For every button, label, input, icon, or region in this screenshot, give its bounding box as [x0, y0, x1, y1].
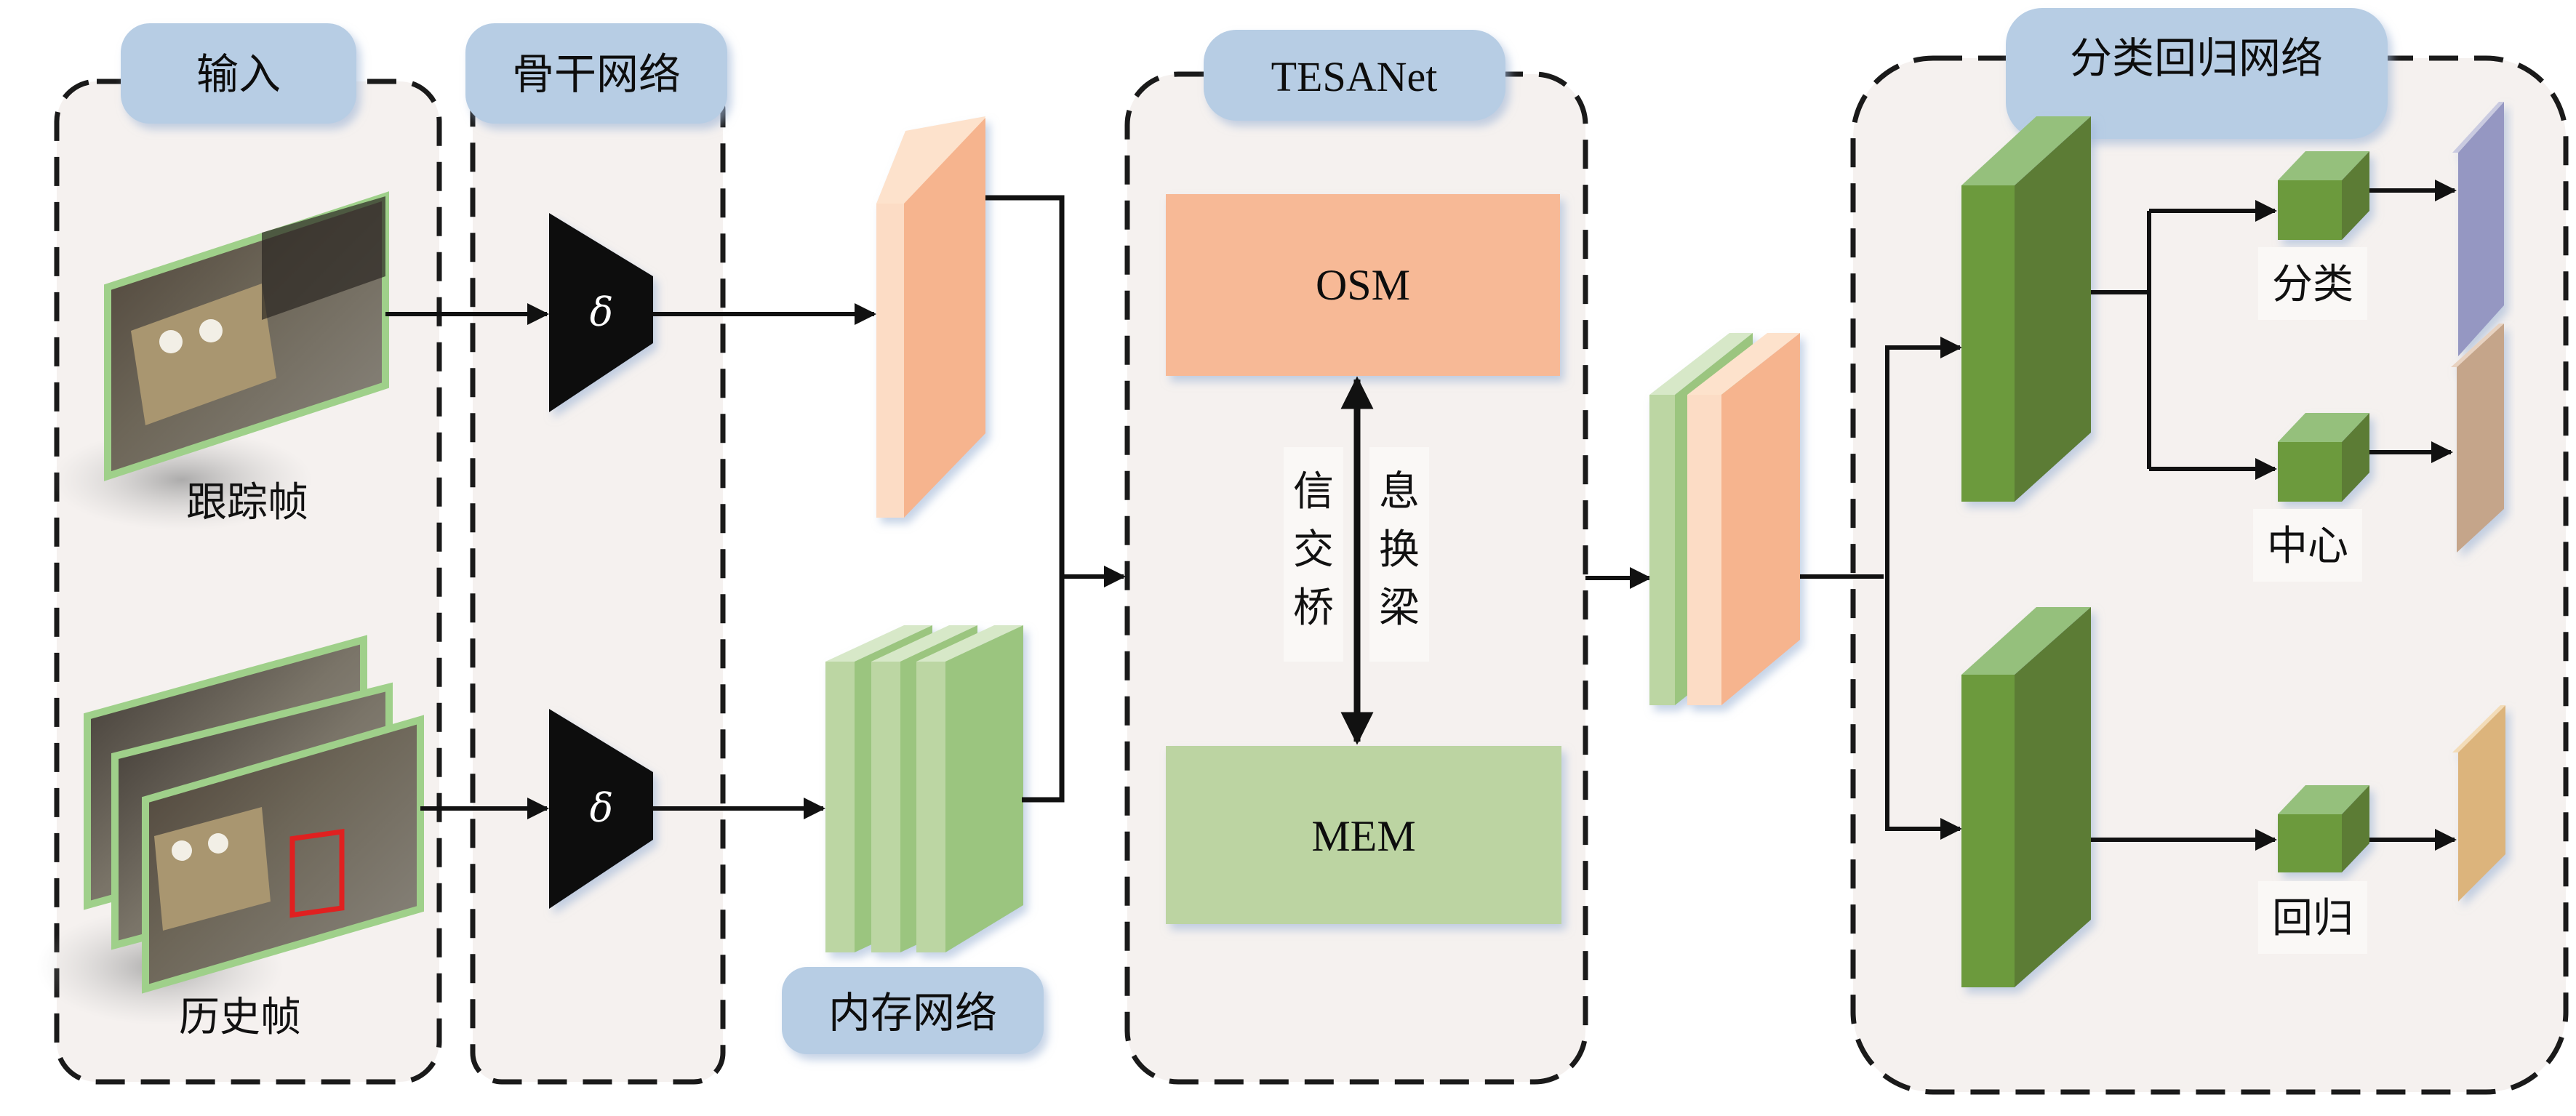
cls-conv-block [2278, 151, 2369, 240]
ctr-label-box: 中心 [2253, 509, 2362, 582]
mem-block: MEM [1166, 746, 1561, 924]
info-exchange-bridge-text: 信 交 桥 息 换 梁 [1284, 447, 1429, 662]
regression-tower [1961, 607, 2091, 987]
tracking-frame-image [51, 191, 389, 531]
ctr-conv-block [2278, 413, 2369, 502]
bridge-char-left-1: 信 [1293, 468, 1334, 515]
memory-feature-maps [825, 625, 1023, 952]
osm-label: OSM [1316, 261, 1410, 309]
ctr-output-face [2457, 324, 2504, 553]
bridge-char-right-2: 换 [1379, 526, 1420, 574]
bridge-char-left-3: 桥 [1293, 585, 1334, 632]
history-frame-label: 历史帧 [179, 994, 301, 1041]
history-frames-image [36, 635, 424, 1025]
bridge-char-left-2: 交 [1293, 526, 1334, 574]
backbone-header-text: 骨干网络 [512, 49, 681, 99]
backbone-encoder-bottom: δ [549, 709, 653, 909]
encoder-symbol-top: δ [590, 289, 614, 335]
cls-label: 分类 [2272, 261, 2353, 308]
ctr-output-map [2451, 324, 2504, 553]
mem-label: MEM [1311, 812, 1415, 860]
backbone-header: 骨干网络 [465, 23, 727, 124]
tracking-feature-map [876, 116, 985, 518]
cls-label-box: 分类 [2258, 247, 2367, 320]
memory-network-label-box: 内存网络 [782, 967, 1044, 1054]
input-header: 输入 [121, 23, 356, 124]
tesanet-header: TESANet [1204, 30, 1505, 121]
classification-tower [1961, 116, 2091, 502]
reg-label: 回归 [2272, 895, 2353, 942]
fused-feature-map [1649, 333, 1800, 705]
tesanet-header-text: TESANet [1271, 53, 1438, 100]
cls-output-face [2458, 102, 2504, 356]
merge-connector [985, 195, 1065, 803]
head-header: 分类回归网络 [2006, 8, 2388, 139]
reg-output-map [2452, 705, 2505, 902]
backbone-panel [470, 79, 726, 1085]
tracking-frame-label: 跟踪帧 [186, 479, 308, 526]
cls-output-map [2452, 102, 2504, 356]
osm-block: OSM [1166, 194, 1560, 376]
memory-map-3 [916, 625, 1023, 952]
reg-output-face [2458, 705, 2505, 902]
bridge-char-right-1: 息 [1379, 468, 1420, 515]
target-bounding-box [289, 828, 345, 918]
backbone-encoder-top: δ [549, 213, 653, 412]
bridge-char-right-3: 梁 [1379, 585, 1420, 632]
encoder-symbol-bottom: δ [590, 785, 614, 831]
head-header-text: 分类回归网络 [2070, 33, 2323, 83]
reg-label-box: 回归 [2258, 881, 2367, 954]
memory-network-label: 内存网络 [828, 988, 997, 1037]
input-header-text: 输入 [196, 49, 281, 99]
reg-conv-block [2278, 785, 2369, 872]
ctr-label: 中心 [2267, 523, 2348, 570]
